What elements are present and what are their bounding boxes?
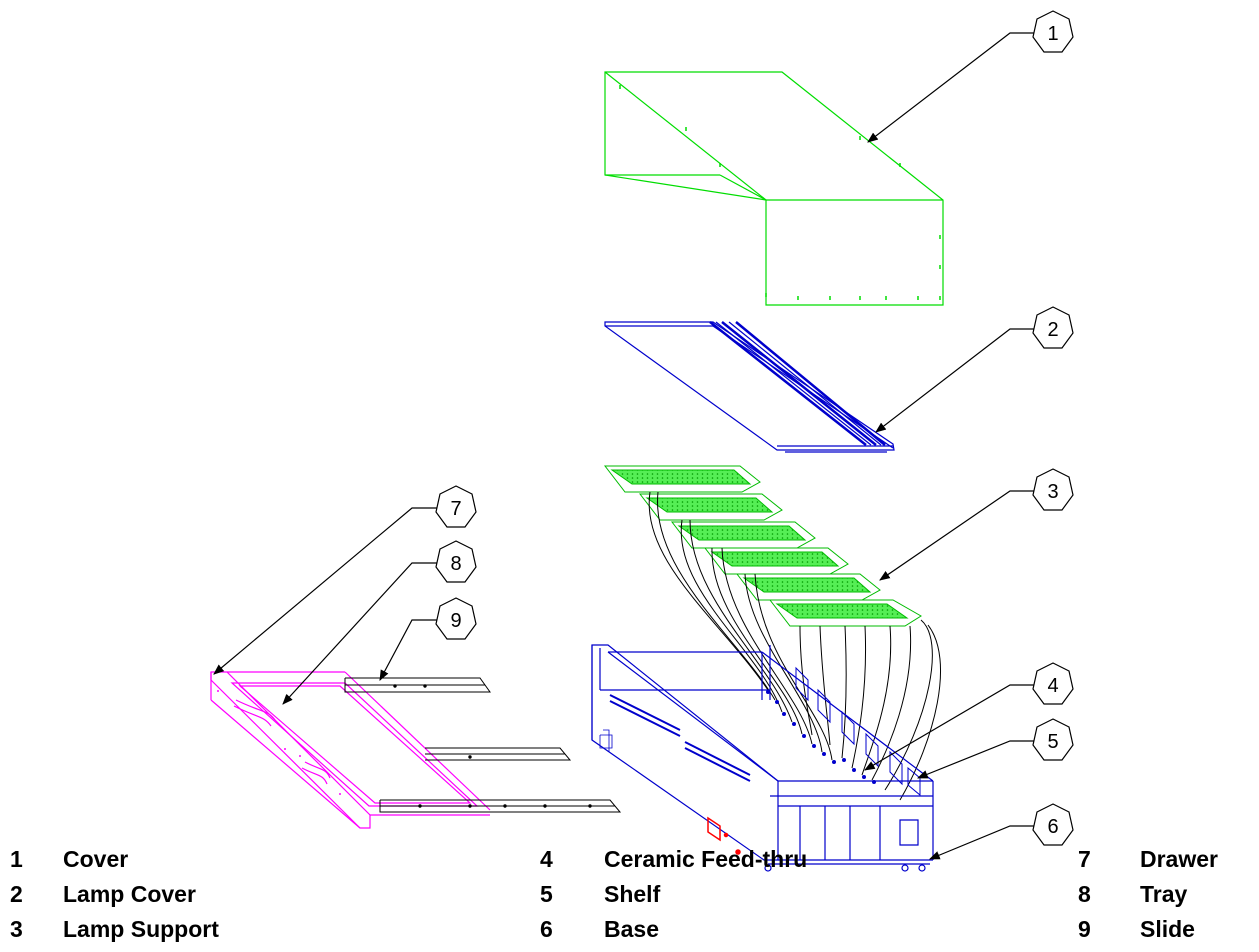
legend-name-tray: Tray [1140, 881, 1188, 907]
svg-text:7: 7 [450, 498, 461, 520]
legend-number-3: 3 [10, 916, 23, 942]
callout-balloon-8: 8 [435, 540, 477, 583]
cover-part [604, 71, 944, 306]
svg-text:2: 2 [1047, 319, 1058, 341]
legend-name-shelf: Shelf [604, 881, 661, 907]
svg-text:4: 4 [1047, 675, 1058, 697]
callout-balloon-3: 3 [1032, 468, 1074, 511]
callout-5-leader [916, 740, 1034, 779]
legend-name-slide: Slide [1140, 916, 1195, 942]
legend-name-base: Base [604, 916, 659, 942]
legend-name-drawer: Drawer [1140, 846, 1218, 872]
callout-balloon-4: 4 [1032, 662, 1074, 705]
callout-1-leader [867, 32, 1034, 143]
callout-7-leader [213, 507, 438, 675]
wiring [648, 491, 942, 801]
legend-number-9: 9 [1078, 916, 1091, 942]
legend-name-cover: Cover [63, 846, 129, 872]
slide-part [344, 677, 622, 813]
legend-number-5: 5 [540, 881, 553, 907]
front-label-box [707, 816, 741, 855]
svg-text:5: 5 [1047, 731, 1058, 753]
callout-4-leader [864, 684, 1034, 771]
callout-2-leader [875, 328, 1034, 433]
ceramic-feed-thru-part [766, 690, 876, 784]
callout-8-leader [282, 562, 438, 705]
legend-number-8: 8 [1078, 881, 1091, 907]
callout-balloon-1: 1 [1032, 10, 1074, 53]
callout-balloon-5: 5 [1032, 718, 1074, 761]
callout-3-leader [879, 490, 1034, 581]
legend-number-2: 2 [10, 881, 23, 907]
callout-9-leader [379, 619, 438, 681]
svg-text:6: 6 [1047, 816, 1058, 838]
callout-balloon-9: 9 [435, 597, 477, 640]
drawer-part [210, 671, 491, 829]
lamp-cover-part [604, 321, 895, 453]
lamp-support-part [603, 465, 922, 627]
legend-number-4: 4 [540, 846, 553, 872]
callout-balloon-7: 7 [435, 485, 477, 528]
svg-text:1: 1 [1047, 23, 1058, 45]
legend-number-6: 6 [540, 916, 553, 942]
legend-name-lamp-support: Lamp Support [63, 916, 219, 942]
legend-name-ceramic-feed-thru: Ceramic Feed-thru [604, 846, 808, 872]
legend-name-lamp-cover: Lamp Cover [63, 881, 196, 907]
callout-6-leader [929, 825, 1034, 860]
callout-balloon-6: 6 [1032, 803, 1074, 846]
callout-balloon-2: 2 [1032, 306, 1074, 349]
base-part [591, 644, 934, 872]
legend-number-1: 1 [10, 846, 23, 872]
svg-text:9: 9 [450, 610, 461, 632]
legend-number-7: 7 [1078, 846, 1091, 872]
svg-text:8: 8 [450, 553, 461, 575]
svg-text:3: 3 [1047, 481, 1058, 503]
